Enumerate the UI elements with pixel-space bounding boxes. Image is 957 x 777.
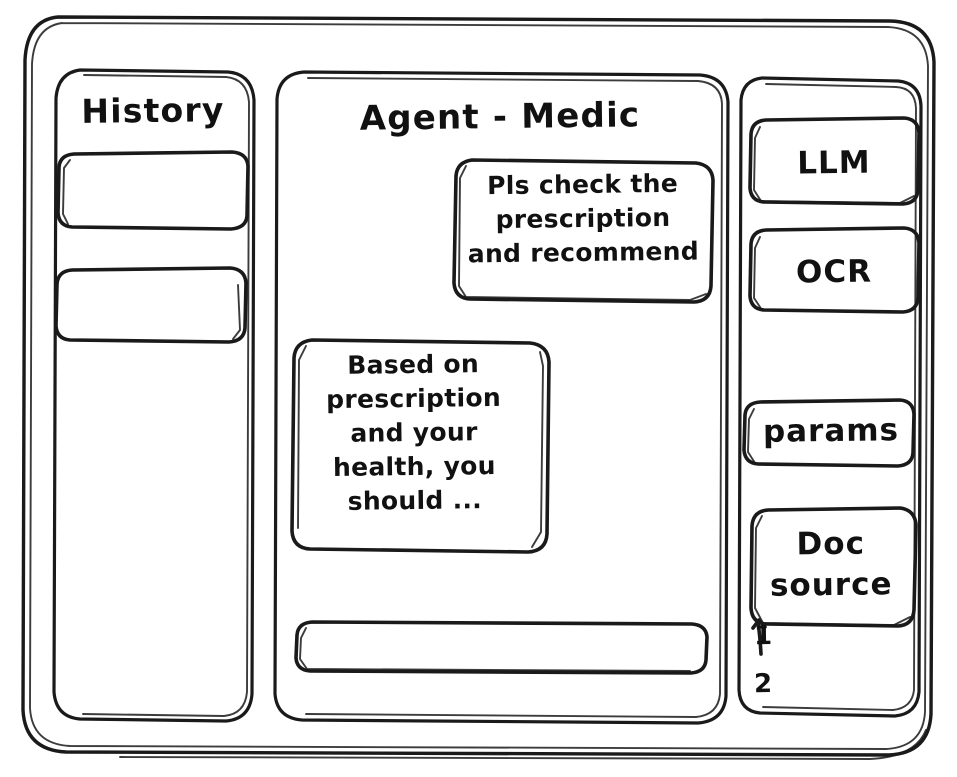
params-button[interactable] bbox=[744, 400, 914, 466]
doc-source-button[interactable] bbox=[751, 508, 916, 626]
llm-button[interactable] bbox=[750, 118, 919, 204]
message-input[interactable] bbox=[296, 622, 707, 673]
history-item[interactable] bbox=[58, 152, 248, 229]
user-message-bubble bbox=[454, 160, 713, 302]
history-item[interactable] bbox=[56, 268, 246, 342]
assistant-message-bubble bbox=[292, 340, 549, 552]
ocr-button[interactable] bbox=[750, 228, 919, 312]
